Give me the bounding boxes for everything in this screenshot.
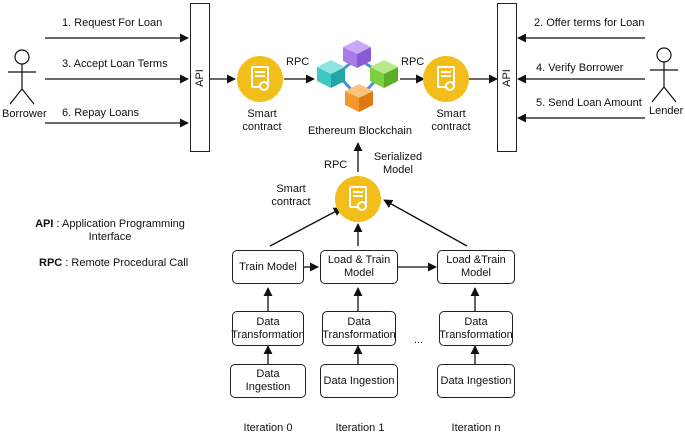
- iteration-1-label: Iteration 1: [335, 422, 385, 434]
- legend-api: API : Application Programming Interface: [25, 218, 195, 244]
- data-transformation-label: Data Transformation: [439, 315, 513, 341]
- load-train-label: Load & Train Model: [327, 254, 391, 279]
- lender-api-label: API: [500, 68, 513, 87]
- data-transformation-box-0: Data Transformation: [231, 311, 305, 346]
- load-train-model-box-n: Load &Train Model: [437, 250, 515, 284]
- iteration-n-label: Iteration n: [451, 422, 501, 434]
- load-train-model-box-1: Load & Train Model: [320, 250, 398, 284]
- borrower-api-bar: API: [190, 3, 210, 152]
- right-contract-label: Smart contract: [431, 108, 471, 133]
- data-ingestion-label: Data Ingestion: [323, 374, 395, 387]
- msg-send-amount: 5. Send Loan Amount: [536, 97, 642, 109]
- data-transformation-label: Data Transformation: [322, 315, 396, 341]
- data-ingestion-box-n: Data Ingestion: [437, 364, 515, 398]
- model-smart-contract-icon: [335, 176, 381, 222]
- msg-request-loan: 1. Request For Loan: [62, 17, 163, 29]
- borrower-api-label: API: [193, 68, 206, 87]
- blockchain-icon: [317, 40, 398, 112]
- legend-api-abbr: API: [35, 218, 54, 230]
- borrower-label: Borrower: [2, 108, 47, 120]
- rpc-right-label: RPC: [401, 56, 425, 68]
- arrow-trainn-to-contract: [383, 199, 468, 247]
- rpc-left-label: RPC: [286, 56, 310, 68]
- model-contract-label: Smart contract: [271, 183, 311, 208]
- data-ingestion-box-1: Data Ingestion: [320, 364, 398, 398]
- legend-rpc: RPC : Remote Procedural Call: [39, 257, 188, 270]
- lender-label: Lender: [649, 105, 684, 117]
- lender-api-bar: API: [497, 3, 517, 152]
- data-transformation-box-1: Data Transformation: [322, 311, 396, 346]
- msg-accept-terms: 3. Accept Loan Terms: [62, 58, 168, 70]
- data-ingestion-label: Data Ingestion: [440, 374, 512, 387]
- load-train-label: Load &Train Model: [446, 254, 506, 279]
- data-transformation-box-n: Data Transformation: [439, 311, 513, 346]
- right-smart-contract-icon: [423, 56, 469, 102]
- blockchain-label: Ethereum Blockchain: [308, 125, 412, 137]
- train-model-label: Train Model: [239, 260, 297, 273]
- left-smart-contract-icon: [237, 56, 283, 102]
- contract-document-icon: [349, 186, 367, 211]
- msg-repay-loans: 6. Repay Loans: [62, 107, 140, 119]
- arrow-train0-to-contract: [269, 207, 343, 247]
- contract-document-icon: [437, 66, 455, 91]
- legend-rpc-desc: : Remote Procedural Call: [65, 257, 189, 269]
- data-ingestion-box-0: Data Ingestion: [230, 364, 306, 398]
- train-model-box: Train Model: [232, 250, 304, 284]
- msg-verify-borrower: 4. Verify Borrower: [536, 62, 624, 74]
- lender-icon: [650, 47, 678, 103]
- data-transformation-label: Data Transformation: [231, 315, 305, 341]
- borrower-icon: [8, 49, 36, 105]
- iteration-0-label: Iteration 0: [243, 422, 293, 434]
- rpc-model-label: RPC: [324, 159, 348, 171]
- msg-offer-terms: 2. Offer terms for Loan: [534, 17, 645, 29]
- legend-rpc-abbr: RPC: [39, 257, 63, 269]
- left-contract-label: Smart contract: [242, 108, 282, 133]
- serialized-model-label: Serialized Model: [373, 151, 423, 176]
- legend-api-desc: : Application Programming Interface: [56, 218, 185, 243]
- data-ingestion-label: Data Ingestion: [245, 368, 291, 393]
- contract-document-icon: [251, 66, 269, 91]
- ellipsis: ...: [414, 334, 424, 346]
